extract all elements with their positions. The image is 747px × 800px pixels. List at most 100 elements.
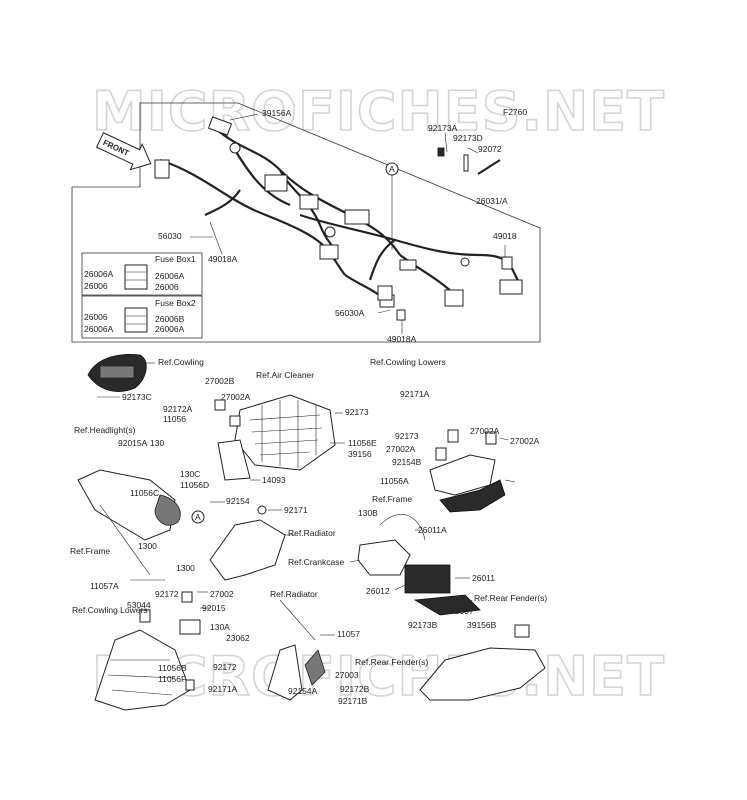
bolt-92173D: [463, 154, 469, 172]
label-11056E: 11056E: [348, 438, 377, 448]
part-labels: 39156A 92173A 92173D 92072 26031/A 56030…: [70, 108, 547, 706]
bracket-14093: [217, 439, 251, 481]
connector-27002A-r3: [435, 447, 447, 461]
label-49018A-top: 49018A: [208, 254, 238, 264]
label-11057: 11057: [337, 629, 360, 639]
fuse-box1-right-2: 26006: [155, 282, 179, 292]
watermark-bottom: MICROFICHES.NET: [92, 645, 665, 708]
wire-harness: [154, 116, 523, 308]
label-11056F: 11056F: [158, 674, 186, 684]
label-92172-b: 92172: [213, 662, 237, 672]
radiator-sensor-27003: [304, 649, 326, 686]
bracket-92015: [179, 619, 201, 635]
label-ref-rear-fender-r: Ref.Rear Fender(s): [474, 593, 547, 603]
label-92171A-top: 92171A: [400, 389, 430, 399]
label-92015A: 92015A: [118, 438, 148, 448]
label-130: 130: [150, 438, 164, 448]
label-92172A: 92172A: [163, 404, 193, 414]
label-ref-cowling-lowers-top: Ref.Cowling Lowers: [370, 357, 446, 367]
marker-a-bottom-label: A: [195, 512, 201, 522]
sensor-wire: [379, 514, 426, 541]
clip-49018A-bottom: [396, 309, 406, 321]
label-1300-b: 1300: [176, 563, 195, 573]
label-92154A: 92154A: [288, 686, 318, 696]
label-92154: 92154: [226, 496, 250, 506]
headlight-module: [154, 494, 181, 526]
connector-27002A-r1: [447, 429, 459, 443]
label-92015: 92015: [202, 603, 226, 613]
watermark-top: MICROFICHES.NET: [92, 80, 665, 143]
grommet-92171: [257, 505, 267, 515]
fuse-box2-right-2: 26006A: [155, 324, 185, 334]
label-14093: 14093: [262, 475, 286, 485]
connector-39156B: [514, 624, 530, 638]
label-92173C: 92173C: [122, 392, 152, 402]
label-92173A-top: 92173A: [428, 123, 458, 133]
fuse-box2-right-1: 26006B: [155, 314, 185, 324]
label-49018: 49018: [493, 231, 517, 241]
radiator-bracket: [209, 519, 286, 581]
headlight-bracket: [77, 469, 176, 541]
label-39156: 39156: [348, 449, 372, 459]
cowling-detail: [99, 365, 135, 379]
label-92173B: 92173B: [408, 620, 438, 630]
label-26031A: 26031/A: [476, 196, 508, 206]
label-26011A: 26011A: [418, 525, 447, 535]
label-130C: 130C: [180, 469, 200, 479]
marker-a-top-label: A: [389, 164, 395, 174]
fuse-box1-title: Fuse Box1: [155, 254, 196, 264]
label-130B: 130B: [358, 508, 378, 518]
diagram-code: F2760: [503, 107, 527, 117]
label-39156B: 39156B: [467, 620, 497, 630]
label-ref-crankcase: Ref.Crankcase: [288, 557, 344, 567]
label-56030A: 56030A: [335, 308, 365, 318]
fuse-box1-right-1: 26006A: [155, 271, 185, 281]
label-ref-radiator-1: Ref.Radiator: [288, 528, 336, 538]
label-ref-radiator-2: Ref.Radiator: [270, 589, 318, 599]
label-27002A-r1: 27002A: [470, 426, 500, 436]
label-23062: 23062: [226, 633, 250, 643]
radiator-lower-bracket: [267, 644, 303, 701]
front-arrow: FRONT: [95, 132, 152, 171]
label-39156A: 39156A: [262, 108, 292, 118]
fuse-box2-title: Fuse Box2: [155, 298, 196, 308]
crankcase-sensor: [357, 539, 411, 576]
label-130A: 130A: [210, 622, 230, 632]
fuse-box2-left-2: 26006A: [84, 324, 114, 334]
ecu-26012: [404, 564, 451, 594]
label-27002A-r3: 27002A: [386, 444, 416, 454]
clamp-56030A: [377, 285, 393, 301]
rear-fender-strap: [413, 594, 481, 616]
fuse-box2: Fuse Box2 26006 26006A 26006B 26006A: [81, 295, 203, 339]
connector-27002: [181, 591, 193, 603]
connector-27002A-mid: [229, 415, 241, 427]
label-53044: 53044: [127, 600, 151, 610]
marker-a-bottom: [191, 510, 205, 524]
label-92171A-bottom: 92171A: [208, 684, 238, 694]
label-11056: 11056: [163, 414, 186, 424]
air-cleaner: [234, 394, 336, 471]
label-49018A-bottom: 49018A: [387, 334, 417, 344]
label-27003: 27003: [335, 670, 359, 680]
label-27002A-mid: 27002A: [221, 392, 251, 402]
label-1300-a: 1300: [138, 541, 157, 551]
fuse-box1: Fuse Box1 26006A 26006 26006A 26006: [81, 252, 203, 296]
label-11056B: 11056B: [158, 663, 187, 673]
label-ref-headlight: Ref.Headlight(s): [74, 425, 136, 435]
clip-49018: [501, 256, 513, 270]
frame-bracket: [439, 479, 506, 513]
label-27002: 27002: [210, 589, 234, 599]
label-11057A: 11057A: [90, 581, 119, 591]
grommet-92171A-bottom: [185, 679, 195, 691]
cowling-lower-assembly: [94, 629, 191, 711]
label-92037: 92037: [450, 606, 474, 616]
strap-92072: [477, 159, 501, 175]
label-92172B: 92172B: [340, 684, 370, 694]
label-27002A-r2: 27002A: [510, 436, 540, 446]
label-11056C: 11056C: [130, 488, 159, 498]
label-27002B: 27002B: [205, 376, 235, 386]
rear-fender-tray: [419, 647, 546, 701]
connector-27002A-r2: [485, 431, 497, 445]
